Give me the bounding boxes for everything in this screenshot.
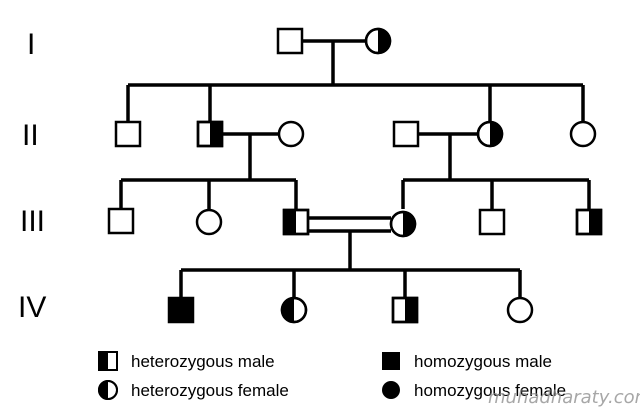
- female-circle-symbol: [569, 120, 597, 148]
- male-square-symbol: [114, 120, 142, 148]
- watermark: muhadharaty.com: [488, 387, 640, 408]
- individual-IV-3: [391, 296, 419, 324]
- individual-III-5: [478, 208, 506, 236]
- male-square-symbol: [478, 208, 506, 236]
- individual-II-6: [569, 120, 597, 148]
- individual-III-3: [282, 208, 310, 236]
- hom-male-symbol: [382, 352, 400, 370]
- legend-label-het-male: heterozygous male: [131, 352, 275, 371]
- generation-label-I: I: [27, 28, 35, 61]
- hom-female-symbol: [382, 381, 400, 399]
- male-square-symbol: [107, 207, 135, 235]
- individual-II-4: [392, 120, 420, 148]
- legend-het-female: heterozygous female: [98, 380, 289, 400]
- right-half-fill: [405, 298, 417, 322]
- individual-III-2: [195, 208, 223, 236]
- individual-I-1: [276, 27, 304, 55]
- individual-III-6: [575, 208, 603, 236]
- legend-het-male: heterozygous male: [98, 351, 275, 371]
- individual-III-4: [389, 210, 417, 238]
- right-half-fill: [210, 122, 222, 146]
- legend-label-het-female: heterozygous female: [131, 381, 289, 400]
- male-square-symbol-filled: [167, 296, 195, 324]
- individual-II-1: [114, 120, 142, 148]
- male-square-symbol: [276, 27, 304, 55]
- individual-II-2: [196, 120, 224, 148]
- legend: heterozygous male heterozygous female ho…: [98, 351, 566, 400]
- generation-label-II: II: [22, 119, 39, 152]
- legend-hom-male: homozygous male: [382, 352, 552, 371]
- individual-I-2: [364, 27, 392, 55]
- generation-label-III: III: [20, 205, 45, 238]
- legend-hom-female: homozygous female: [382, 381, 566, 400]
- legend-label-hom-female: homozygous female: [414, 381, 566, 400]
- legend-label-hom-male: homozygous male: [414, 352, 552, 371]
- pedigree-lines: [119, 39, 591, 298]
- generation-label-IV: IV: [18, 291, 46, 324]
- individual-II-3: [277, 120, 305, 148]
- male-square-symbol: [392, 120, 420, 148]
- individual-IV-1: [167, 296, 195, 324]
- individual-II-5: [476, 120, 504, 148]
- individual-III-1: [107, 207, 135, 235]
- individual-IV-4: [506, 296, 534, 324]
- female-circle-symbol: [195, 208, 223, 236]
- left-half-fill: [284, 210, 296, 234]
- female-circle-symbol: [277, 120, 305, 148]
- individual-IV-2: [280, 296, 308, 324]
- female-circle-symbol: [506, 296, 534, 324]
- right-half-fill: [589, 210, 601, 234]
